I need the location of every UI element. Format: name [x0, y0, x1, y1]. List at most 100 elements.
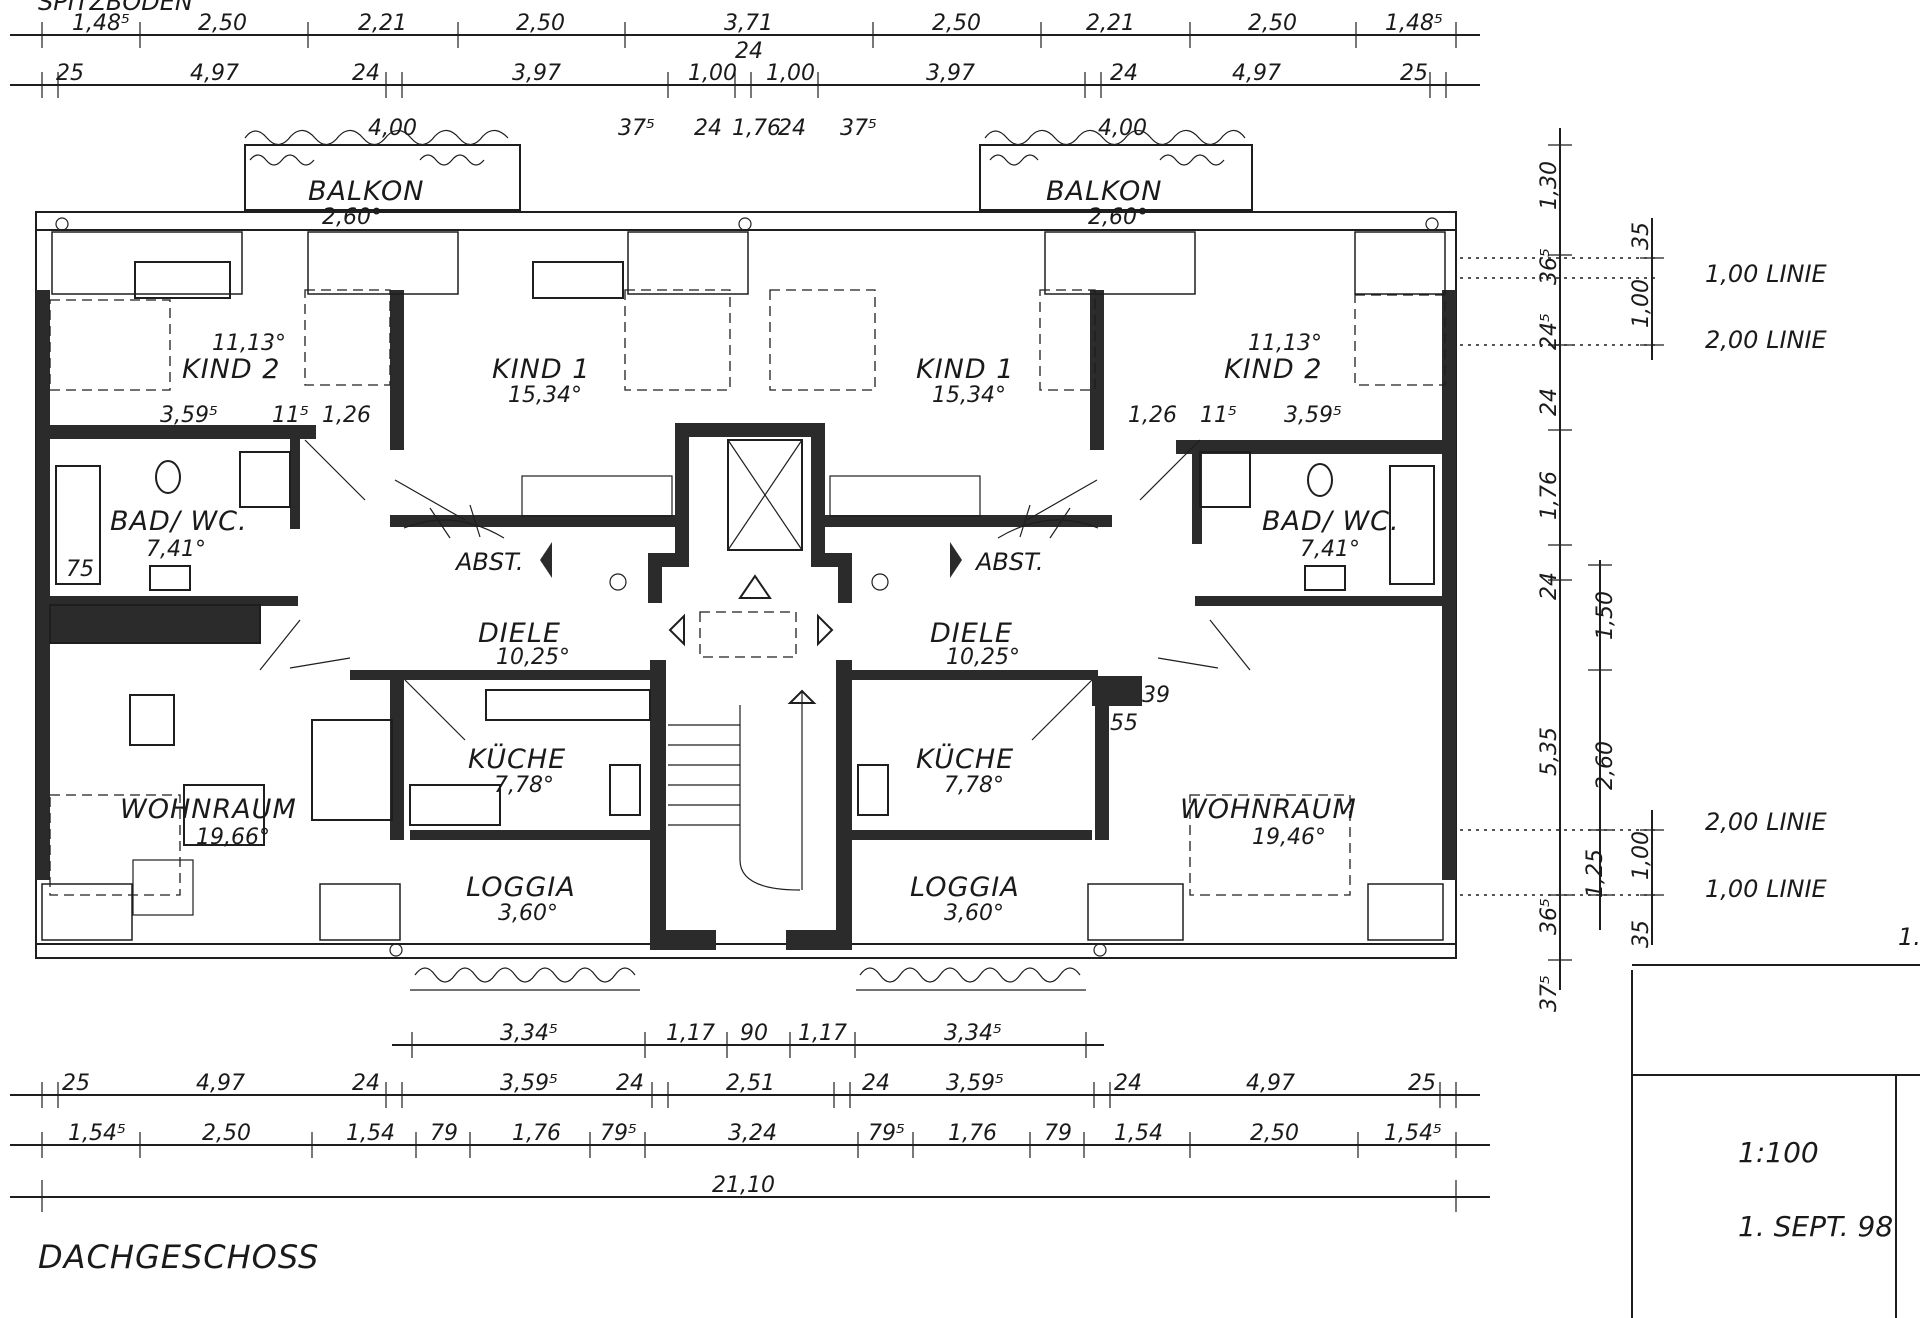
- dim-bottom1-8: 3,59⁵: [946, 1071, 1004, 1096]
- dim-right2-3: 1,50: [1593, 591, 1618, 640]
- dim-right1-7: 5,35: [1537, 727, 1562, 776]
- dim-top2-4: 3,97: [512, 61, 561, 86]
- dim-bottom2-1: 1,54⁵: [68, 1121, 126, 1146]
- area-kind2-left: 11,13°: [212, 331, 286, 356]
- area-kind2-right: 11,13°: [1248, 331, 1322, 356]
- dim-right1-6: 24: [1537, 572, 1562, 600]
- dim-top2-1: 25: [56, 61, 84, 86]
- dim-loggia-row-3: 90: [740, 1021, 768, 1046]
- dim-right2-7: 35: [1629, 920, 1654, 948]
- dim-balcony-4: 1,76: [732, 116, 781, 141]
- dim-balcony-5: 24: [778, 116, 806, 141]
- dim-top2-6: 1,00: [688, 61, 737, 86]
- area-kueche-right: 7,78°: [944, 773, 1004, 798]
- building-walls: [35, 211, 1457, 959]
- dim-top2-5: 24: [735, 39, 763, 64]
- room-kind1-left: KIND 1: [492, 354, 590, 385]
- dim-right1-3: 24⁵: [1537, 313, 1562, 350]
- dim-top1-2: 2,50: [198, 11, 247, 36]
- area-wohnraum-left: 19,66°: [196, 825, 270, 850]
- dim-bottom2-9: 1,76: [948, 1121, 997, 1146]
- dim-bottom2-10: 79: [1044, 1121, 1072, 1146]
- area-diele-right: 10,25°: [946, 645, 1020, 670]
- dim-top2-11: 25: [1400, 61, 1428, 86]
- room-bad-right: BAD/ WC.: [1262, 506, 1400, 537]
- dim-top1-5: 3,71: [724, 11, 773, 36]
- dim-bottom1-1: 25: [62, 1071, 90, 1096]
- title-block-edge-text: 1.: [1898, 923, 1920, 951]
- dim-balcony-left: 4,00: [368, 116, 417, 141]
- dim-inner-left-2: 11⁵: [272, 403, 309, 428]
- dim-misc-55: 55: [1110, 711, 1138, 736]
- balcony-planters: [244, 129, 1253, 211]
- right-dimension-chains: 1,30 36⁵ 24⁵ 24 1,76 24 5,35 36⁵ 37⁵ 35 …: [1460, 128, 1828, 1012]
- label-bottom-200-linie: 2,00 LINIE: [1705, 808, 1828, 836]
- header-partial-label: SPITZBODEN: [38, 0, 193, 16]
- dim-right1-5: 1,76: [1537, 471, 1562, 520]
- area-kueche-left: 7,78°: [494, 773, 554, 798]
- area-loggia-left: 3,60°: [498, 901, 558, 926]
- label-top-200-linie: 2,00 LINIE: [1705, 326, 1828, 354]
- dim-bottom2-6: 79⁵: [600, 1121, 637, 1146]
- top-dimension-chains: SPITZBODEN 1,48⁵ 2,50 2,21 2,50 3,71 2,5…: [10, 0, 1480, 141]
- dim-loggia-row-2: 1,17: [666, 1021, 715, 1046]
- dim-right1-9: 37⁵: [1537, 975, 1562, 1012]
- dim-top2-10: 4,97: [1232, 61, 1281, 86]
- room-diele-right: DIELE: [930, 618, 1013, 649]
- drawing-date: 1. SEPT. 98: [1738, 1210, 1893, 1243]
- dim-bottom1-5: 24: [616, 1071, 644, 1096]
- room-diele-left: DIELE: [478, 618, 561, 649]
- label-abst-right: ABST.: [974, 548, 1044, 576]
- dim-bottom1-2: 4,97: [196, 1071, 245, 1096]
- room-loggia-left: LOGGIA: [466, 872, 576, 903]
- dim-bottom1-7: 24: [862, 1071, 890, 1096]
- dim-bottom2-8: 79⁵: [868, 1121, 905, 1146]
- dim-inner-left-3: 1,26: [322, 403, 371, 428]
- dim-bottom2-7: 3,24: [728, 1121, 777, 1146]
- dim-top1-6: 2,50: [932, 11, 981, 36]
- dim-inner-left-1: 3,59⁵: [160, 403, 218, 428]
- dim-bottom1-6: 2,51: [726, 1071, 775, 1096]
- room-balkon-right: BALKON: [1046, 176, 1162, 207]
- drawing-scale: 1:100: [1738, 1136, 1819, 1169]
- room-kind1-right: KIND 1: [916, 354, 1014, 385]
- dim-right2-4: 2,60: [1593, 741, 1618, 790]
- dim-bottom1-9: 24: [1114, 1071, 1142, 1096]
- dim-loggia-row-4: 1,17: [798, 1021, 847, 1046]
- room-kueche-left: KÜCHE: [468, 743, 566, 775]
- dim-balcony-6: 37⁵: [840, 116, 877, 141]
- dim-top2-9: 24: [1110, 61, 1138, 86]
- dim-top1-4: 2,50: [516, 11, 565, 36]
- dim-right2-2: 1,00: [1629, 279, 1654, 328]
- area-wohnraum-right: 19,46°: [1252, 825, 1326, 850]
- dim-bottom2-2: 2,50: [202, 1121, 251, 1146]
- room-balkon-left: BALKON: [308, 176, 424, 207]
- dim-inner-right-1: 1,26: [1128, 403, 1177, 428]
- room-kueche-right: KÜCHE: [916, 743, 1014, 775]
- dim-balcony-right: 4,00: [1098, 116, 1147, 141]
- room-wohnraum-left: WOHNRAUM: [120, 794, 297, 825]
- dim-top2-8: 3,97: [926, 61, 975, 86]
- dim-bottom1-3: 24: [352, 1071, 380, 1096]
- dim-total-width: 21,10: [712, 1173, 775, 1198]
- dim-balcony-3: 24: [694, 116, 722, 141]
- dim-loggia-row-1: 3,34⁵: [500, 1021, 558, 1046]
- loggia-planters: [410, 967, 1086, 991]
- room-bad-left: BAD/ WC.: [110, 506, 248, 537]
- dim-top2-2: 4,97: [190, 61, 239, 86]
- bottom-dimension-chains: 3,34⁵ 1,17 90 1,17 3,34⁵ 25 4,97 24 3,59…: [10, 1021, 1490, 1212]
- dim-top2-3: 24: [352, 61, 380, 86]
- sheet-title: DACHGESCHOSS: [38, 1238, 319, 1276]
- label-top-100-linie: 1,00 LINIE: [1705, 260, 1828, 288]
- dim-bottom2-4: 79: [430, 1121, 458, 1146]
- dim-right1-2: 36⁵: [1537, 248, 1562, 285]
- dim-bottom1-4: 3,59⁵: [500, 1071, 558, 1096]
- dim-right1-4: 24: [1537, 388, 1562, 416]
- area-bad-right: 7,41°: [1300, 537, 1360, 562]
- area-loggia-right: 3,60°: [944, 901, 1004, 926]
- dim-right2-6: 1,00: [1629, 831, 1654, 880]
- dim-bottom2-3: 1,54: [346, 1121, 395, 1146]
- room-kind2-left: KIND 2: [182, 354, 280, 385]
- label-bottom-100-linie: 1,00 LINIE: [1705, 875, 1828, 903]
